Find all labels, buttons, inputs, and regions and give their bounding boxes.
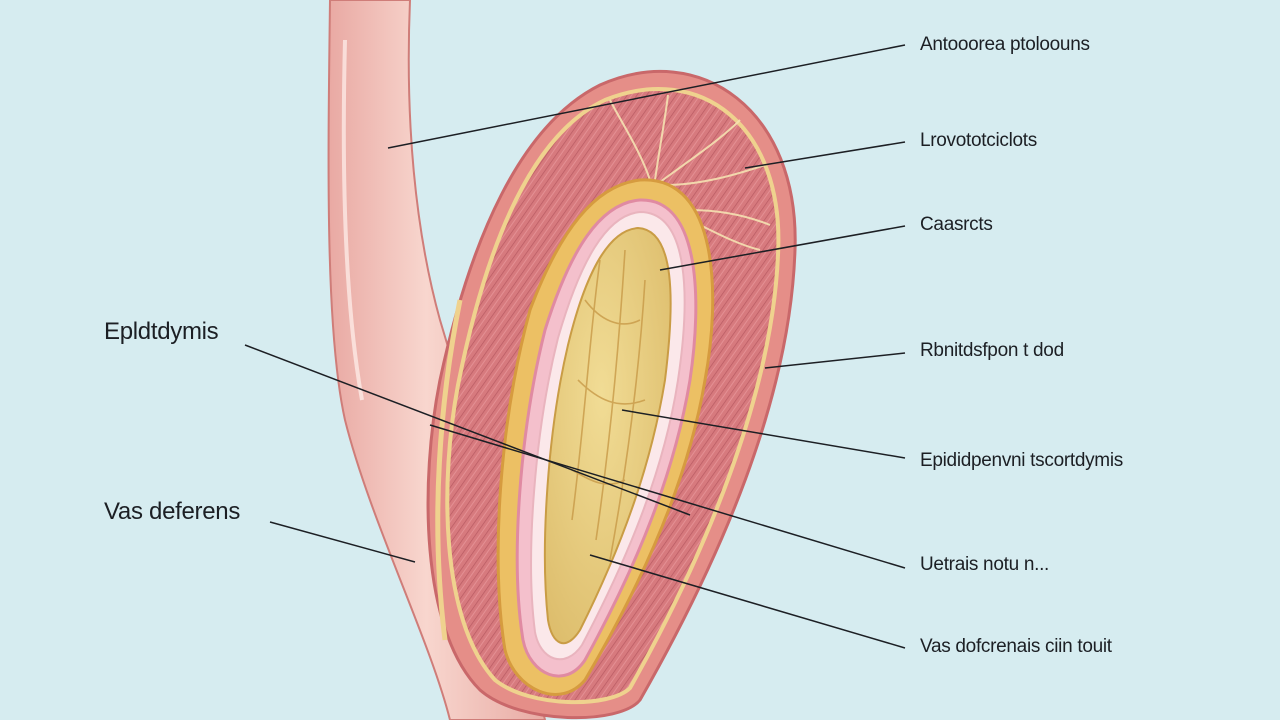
leader-line-4	[764, 352, 906, 369]
label-right-4: Rbnitdsfpon t dod	[920, 340, 1064, 361]
duct-highlight	[341, 39, 364, 401]
label-right-3: Caasrcts	[920, 214, 993, 235]
epididymis-tube	[435, 299, 463, 641]
label-right-1: Antooorea ptoloouns	[920, 34, 1090, 55]
leader-line-7	[589, 554, 906, 649]
label-right-2: Lrovototciclots	[920, 130, 1037, 151]
leader-line-5	[621, 409, 906, 459]
label-right-5: Epididpenvni tscortdymis	[920, 450, 1123, 471]
leader-line-2	[744, 141, 906, 169]
label-right-6: Uetrais notu n...	[920, 554, 1050, 575]
leader-line-6	[429, 424, 906, 569]
fiber-fan	[609, 94, 771, 251]
leader-line-9	[269, 521, 416, 563]
label-epididymis: Epldtdymis	[104, 318, 219, 345]
testis-core	[543, 226, 672, 645]
label-right-7: Vas dofcrenais ciin touit	[920, 636, 1112, 657]
lobule-lines	[571, 249, 646, 561]
leader-line-1	[387, 44, 906, 149]
label-vas-deferens: Vas deferens	[104, 498, 241, 525]
leader-line-8	[244, 344, 691, 516]
leader-line-3	[659, 225, 906, 271]
leader-lines	[244, 44, 906, 649]
